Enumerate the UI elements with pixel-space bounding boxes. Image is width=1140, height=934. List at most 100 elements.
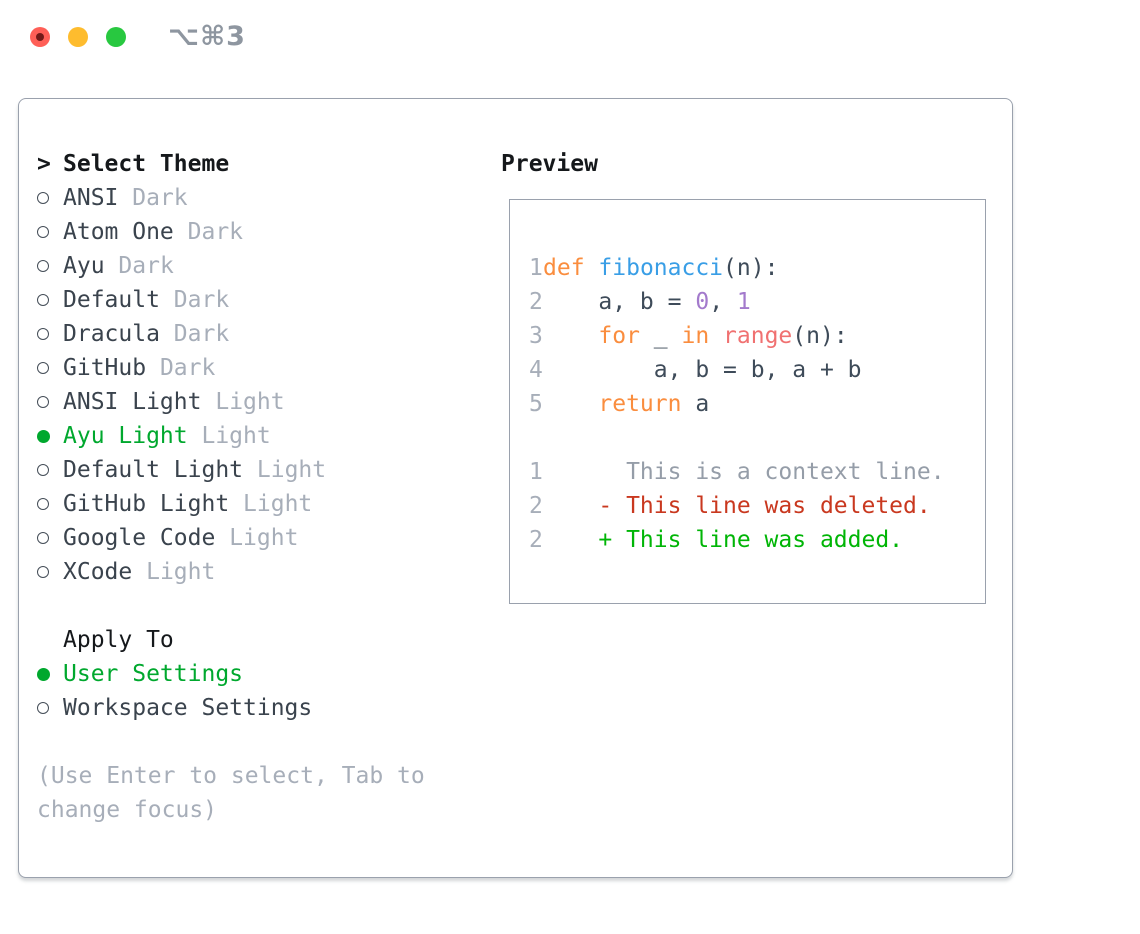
theme-variant-gap <box>160 287 174 313</box>
theme-variant-gap <box>160 321 174 347</box>
theme-variant: Dark <box>132 185 188 211</box>
theme-variant: Dark <box>187 219 244 245</box>
help-text: (Use Enter to select, Tab to change focu… <box>37 763 425 823</box>
theme-name: Default <box>63 287 160 313</box>
select-theme-header-row: > Select Theme <box>37 147 437 181</box>
theme-name: Atom One <box>63 219 174 245</box>
radio-circle <box>37 566 49 578</box>
radio-unselected-icon <box>37 226 63 238</box>
diff-line-added: 2 + This line was added. <box>529 523 985 557</box>
radio-circle <box>37 226 49 238</box>
theme-variant-gap <box>132 559 146 585</box>
theme-name: ANSI Light <box>63 389 202 415</box>
diff-text: - This line was deleted. <box>543 493 931 519</box>
diff-line-context: 1 This is a context line. <box>529 455 985 489</box>
code-token <box>709 323 723 349</box>
theme-variant-gap <box>229 491 243 517</box>
theme-name: Google Code <box>63 525 216 551</box>
theme-name: GitHub Light <box>63 491 230 517</box>
preview-heading: Preview <box>501 151 598 177</box>
theme-variant: Dark <box>173 321 230 347</box>
window-title: ⌥⌘3 <box>168 21 246 52</box>
theme-name: Dracula <box>63 321 160 347</box>
code-token: range <box>723 323 793 349</box>
close-button[interactable] <box>30 27 50 47</box>
theme-variant-gap <box>105 253 119 279</box>
theme-option-default[interactable]: Default Dark <box>37 283 437 317</box>
theme-variant: Light <box>146 559 216 585</box>
code-token: _ <box>639 323 682 349</box>
radio-unselected-icon <box>37 192 63 204</box>
select-theme-heading: Select Theme <box>63 151 230 177</box>
minimize-button[interactable] <box>68 27 88 47</box>
theme-name: ANSI <box>63 185 119 211</box>
diff-text: + This line was added. <box>543 527 904 553</box>
theme-variant-gap <box>118 185 132 211</box>
code-token: a <box>681 391 710 417</box>
code-token: def <box>543 255 585 281</box>
code-line: 5 return a <box>529 387 985 421</box>
line-number: 2 <box>529 527 543 553</box>
code-line: 4 a, b = b, a + b <box>529 353 985 387</box>
theme-variant: Light <box>201 423 271 449</box>
spacer <box>37 725 437 759</box>
theme-variant-gap <box>188 423 202 449</box>
theme-option-google-code[interactable]: Google Code Light <box>37 521 437 555</box>
window-titlebar: ⌥⌘3 <box>0 0 1140 74</box>
theme-option-github-light[interactable]: GitHub Light Light <box>37 487 437 521</box>
theme-variant: Light <box>243 491 313 517</box>
theme-name: Default Light <box>63 457 244 483</box>
diff-text: This is a context line. <box>543 459 945 485</box>
code-token <box>543 323 598 349</box>
line-number: 4 <box>529 357 543 383</box>
apply-to-heading: Apply To <box>63 627 174 653</box>
cursor-arrow-icon: > <box>37 151 51 177</box>
code-token: (n): <box>792 323 848 349</box>
theme-variant: Light <box>256 457 327 483</box>
code-token: a, b = b, a + b <box>543 357 862 383</box>
theme-option-github[interactable]: GitHub Dark <box>37 351 437 385</box>
theme-name: XCode <box>63 559 133 585</box>
radio-circle <box>37 362 49 374</box>
theme-option-default-light[interactable]: Default Light Light <box>37 453 437 487</box>
code-token: , <box>709 289 737 315</box>
theme-variant-gap <box>243 457 257 483</box>
focus-cursor: > <box>37 151 63 177</box>
theme-option-ayu-light[interactable]: Ayu Light Light <box>37 419 437 453</box>
radio-circle <box>37 429 50 443</box>
diff-sample: 1 This is a context line. 2 - This line w… <box>529 455 985 557</box>
maximize-button[interactable] <box>106 27 126 47</box>
theme-option-ansi-light[interactable]: ANSI Light Light <box>37 385 437 419</box>
theme-option-ayu[interactable]: Ayu Dark <box>37 249 437 283</box>
radio-circle <box>37 464 49 476</box>
apply-option-user-settings[interactable]: User Settings <box>37 657 437 691</box>
line-number: 5 <box>529 391 543 417</box>
theme-variant: Dark <box>159 355 216 381</box>
theme-option-dracula[interactable]: Dracula Dark <box>37 317 437 351</box>
theme-option-atom-one[interactable]: Atom One Dark <box>37 215 437 249</box>
radio-circle <box>37 667 50 681</box>
theme-option-ansi[interactable]: ANSI Dark <box>37 181 437 215</box>
apply-option-workspace-settings[interactable]: Workspace Settings <box>37 691 437 725</box>
theme-variant-gap <box>215 525 229 551</box>
line-number: 1 <box>529 459 543 485</box>
radio-circle <box>37 294 49 306</box>
code-token: (n): <box>723 255 779 281</box>
code-token: in <box>681 323 710 349</box>
code-token: a, b = <box>543 289 696 315</box>
theme-option-xcode[interactable]: XCode Light <box>37 555 437 589</box>
radio-circle <box>37 192 49 204</box>
apply-to-header-row: Apply To <box>37 623 437 657</box>
line-number: 1 <box>529 255 543 281</box>
theme-variant-gap <box>174 219 188 245</box>
code-token: return <box>598 391 682 417</box>
line-number: 2 <box>529 289 543 315</box>
radio-unselected-icon <box>37 328 63 340</box>
radio-circle <box>37 328 49 340</box>
